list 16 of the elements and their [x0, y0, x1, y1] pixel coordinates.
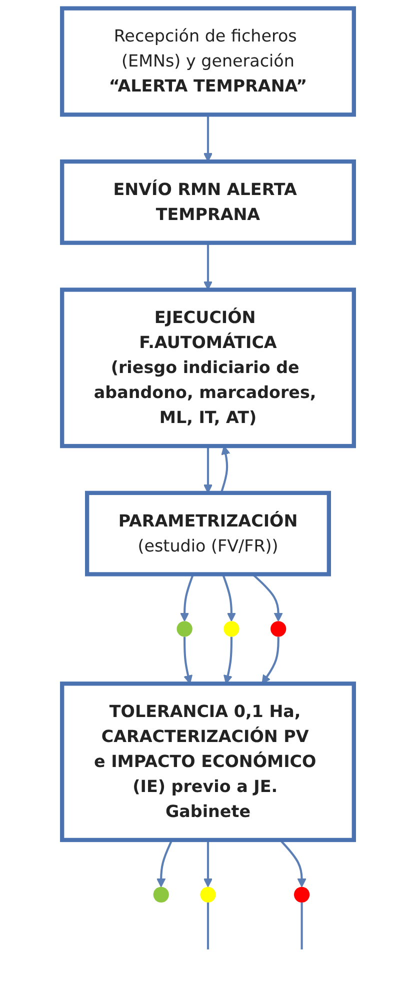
node-box: ENVÍO RMN ALERTA TEMPRANA — [60, 159, 356, 245]
node-box: EJECUCIÓN F.AUTOMÁTICA (riesgo indiciario de abandono, marcadores, ML, IT, AT) — [60, 288, 356, 448]
connector — [206, 902, 210, 950]
node-circle — [270, 621, 286, 637]
arrow — [156, 840, 173, 888]
connector — [300, 902, 303, 950]
arrow — [203, 114, 213, 162]
node-box: Recepción de ficheros (EMNs) y generación “ALERTA TEMPRANA” — [60, 6, 356, 117]
node-box: TOLERANCIA 0,1 Ha, CARACTERIZACIÓN PV e IMPACTO ECONÓMICO (IE) previo a JE. Gabinete — [60, 682, 356, 842]
node-circle — [153, 886, 169, 902]
arrow — [203, 840, 213, 888]
node-box: PARAMETRIZACIÓN (estudio (FV/FR)) — [85, 490, 331, 576]
node-circle — [200, 886, 216, 902]
node-circle — [224, 621, 240, 637]
node-circle — [176, 621, 192, 637]
node-circle — [294, 886, 310, 902]
